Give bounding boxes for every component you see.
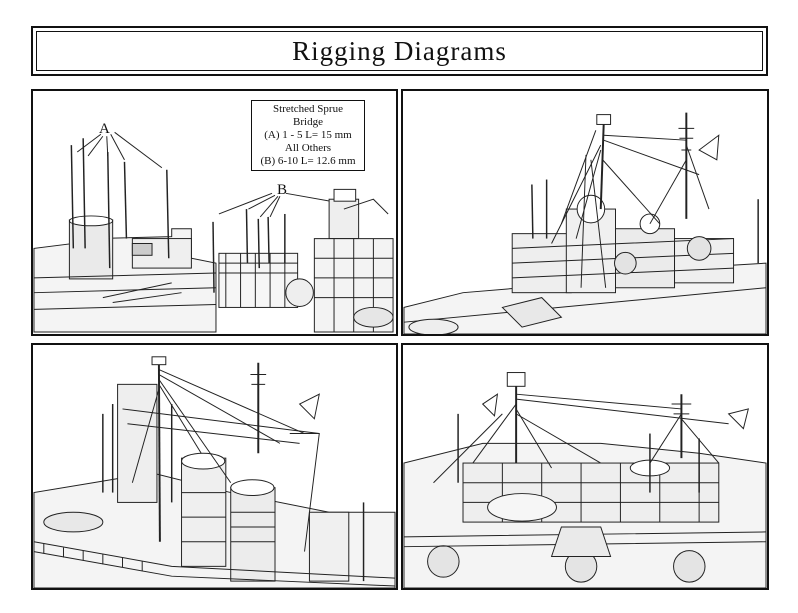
stern-rigging-drawing <box>403 372 767 588</box>
legend-line: Bridge <box>293 116 323 128</box>
legend-line: Stretched Sprue <box>273 103 343 115</box>
callout-b: B <box>277 182 288 198</box>
callout-a: A <box>99 121 110 137</box>
diagram-panel-bridge: Stretched Sprue Bridge (A) 1 - 5 L= 15 m… <box>31 89 398 336</box>
title-banner: Rigging Diagrams <box>31 26 768 76</box>
superstructure-rigging-drawing <box>33 356 396 588</box>
mast-rigging-drawing <box>403 112 767 334</box>
diagram-panel-superstructure <box>31 343 398 590</box>
bridge-rigging-drawing <box>33 131 394 333</box>
page-title: Rigging Diagrams <box>292 35 507 66</box>
diagram-panel-mast <box>401 89 769 336</box>
diagram-panel-stern <box>401 343 769 590</box>
legend-line: (A) 1 - 5 L= 15 mm <box>264 129 352 141</box>
sprue-length-legend: Stretched Sprue Bridge (A) 1 - 5 L= 15 m… <box>251 100 365 171</box>
legend-line: All Others <box>284 142 332 154</box>
legend-line: (B) 6-10 L= 12.6 mm <box>260 155 356 167</box>
